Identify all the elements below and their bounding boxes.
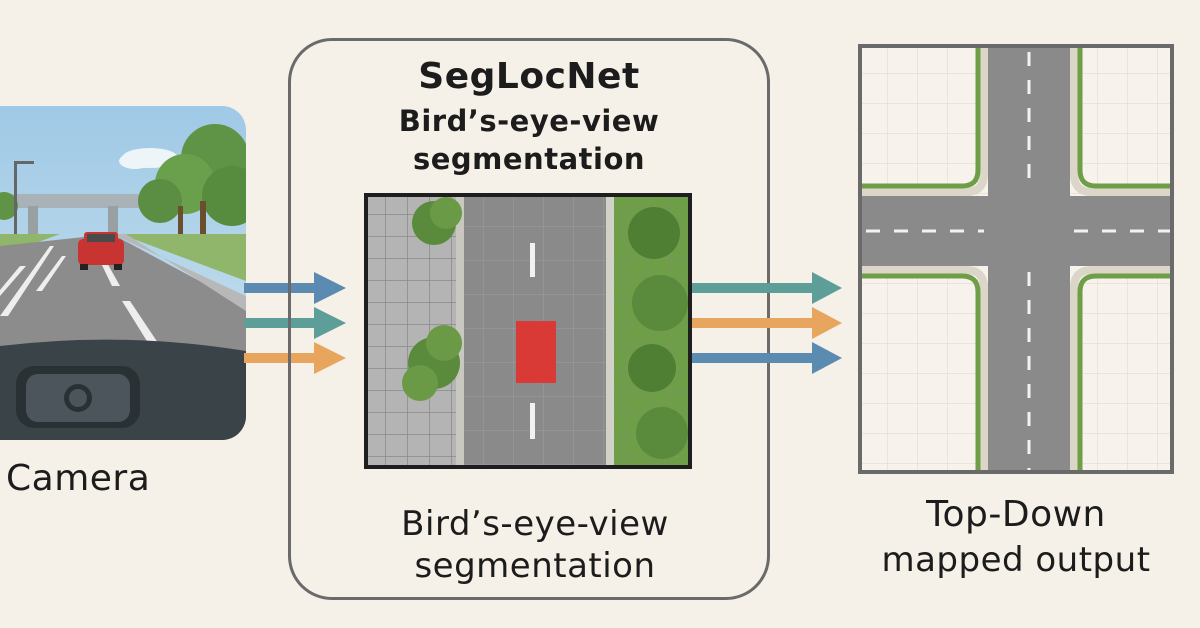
arrow-teal-icon [244,307,346,339]
model-subtitle-line2: segmentation [412,142,646,176]
model-caption-line2: segmentation [414,546,656,586]
arrow-orange-icon [692,307,842,339]
camera-label: Camera [6,458,151,499]
arrow-blue-icon [692,342,842,374]
arrow-teal-icon [692,272,842,304]
model-subtitle-line1: Bird’s-eye-view [398,104,660,138]
arrow-orange-icon [244,342,346,374]
model-title: SegLocNet [418,56,640,97]
camera-view-image [0,106,246,440]
input-arrows [244,272,346,374]
output-label-line2: mapped output [881,540,1151,580]
output-arrows [692,272,842,374]
model-caption-line1: Bird’s-eye-view [401,504,669,544]
bev-segmentation-map [364,193,692,469]
arrow-blue-icon [244,272,346,304]
output-label-line1: Top-Down [926,494,1106,535]
top-down-map [858,44,1174,474]
